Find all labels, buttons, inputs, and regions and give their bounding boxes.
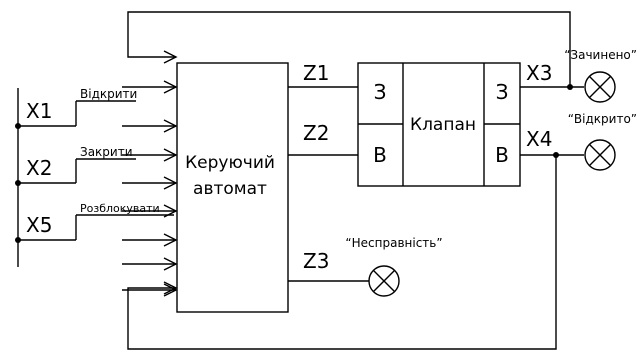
x3-junction	[567, 84, 573, 90]
controller-label-line1: Керуючий	[185, 153, 275, 173]
valve-left-top: З	[374, 80, 387, 104]
controller-label-line2: автомат	[193, 179, 267, 199]
x1-label: Відкрити	[80, 87, 137, 101]
x5-label: Розблокувати	[80, 202, 160, 215]
x4-label: X4	[526, 127, 552, 151]
feedback-arrow-bottom	[163, 281, 178, 295]
x5-id: X5	[26, 213, 52, 237]
x2-label: Закрити	[80, 145, 133, 159]
controller-block	[176, 62, 289, 313]
valve-right-top: З	[496, 80, 509, 104]
x3-label: X3	[526, 61, 552, 85]
lamp-fault-icon	[368, 265, 400, 297]
z2-label: Z2	[303, 121, 329, 145]
feedback-line-top	[127, 11, 571, 87]
z1-label: Z1	[303, 61, 329, 85]
lamp-opened-icon	[584, 139, 616, 171]
lamp-fault-label: “Несправність”	[345, 236, 442, 250]
x1-id: X1	[26, 99, 52, 123]
valve-left-bottom: В	[373, 143, 387, 167]
lamp-closed-label: “Зачинено”	[564, 48, 637, 62]
input-arrows	[122, 80, 178, 297]
valve-title: Клапан	[410, 115, 476, 135]
feedback-line-bottom	[127, 155, 557, 350]
lamp-closed-icon	[584, 71, 616, 103]
z3-label: Z3	[303, 249, 329, 273]
x5-junction	[15, 237, 21, 243]
x4-junction	[553, 152, 559, 158]
valve-right-bottom: В	[495, 143, 509, 167]
x2-junction	[15, 180, 21, 186]
x1-junction	[15, 123, 21, 129]
x2-id: X2	[26, 156, 52, 180]
lamp-opened-label: “Відкрито”	[568, 112, 637, 126]
feedback-arrow-top	[163, 50, 178, 64]
